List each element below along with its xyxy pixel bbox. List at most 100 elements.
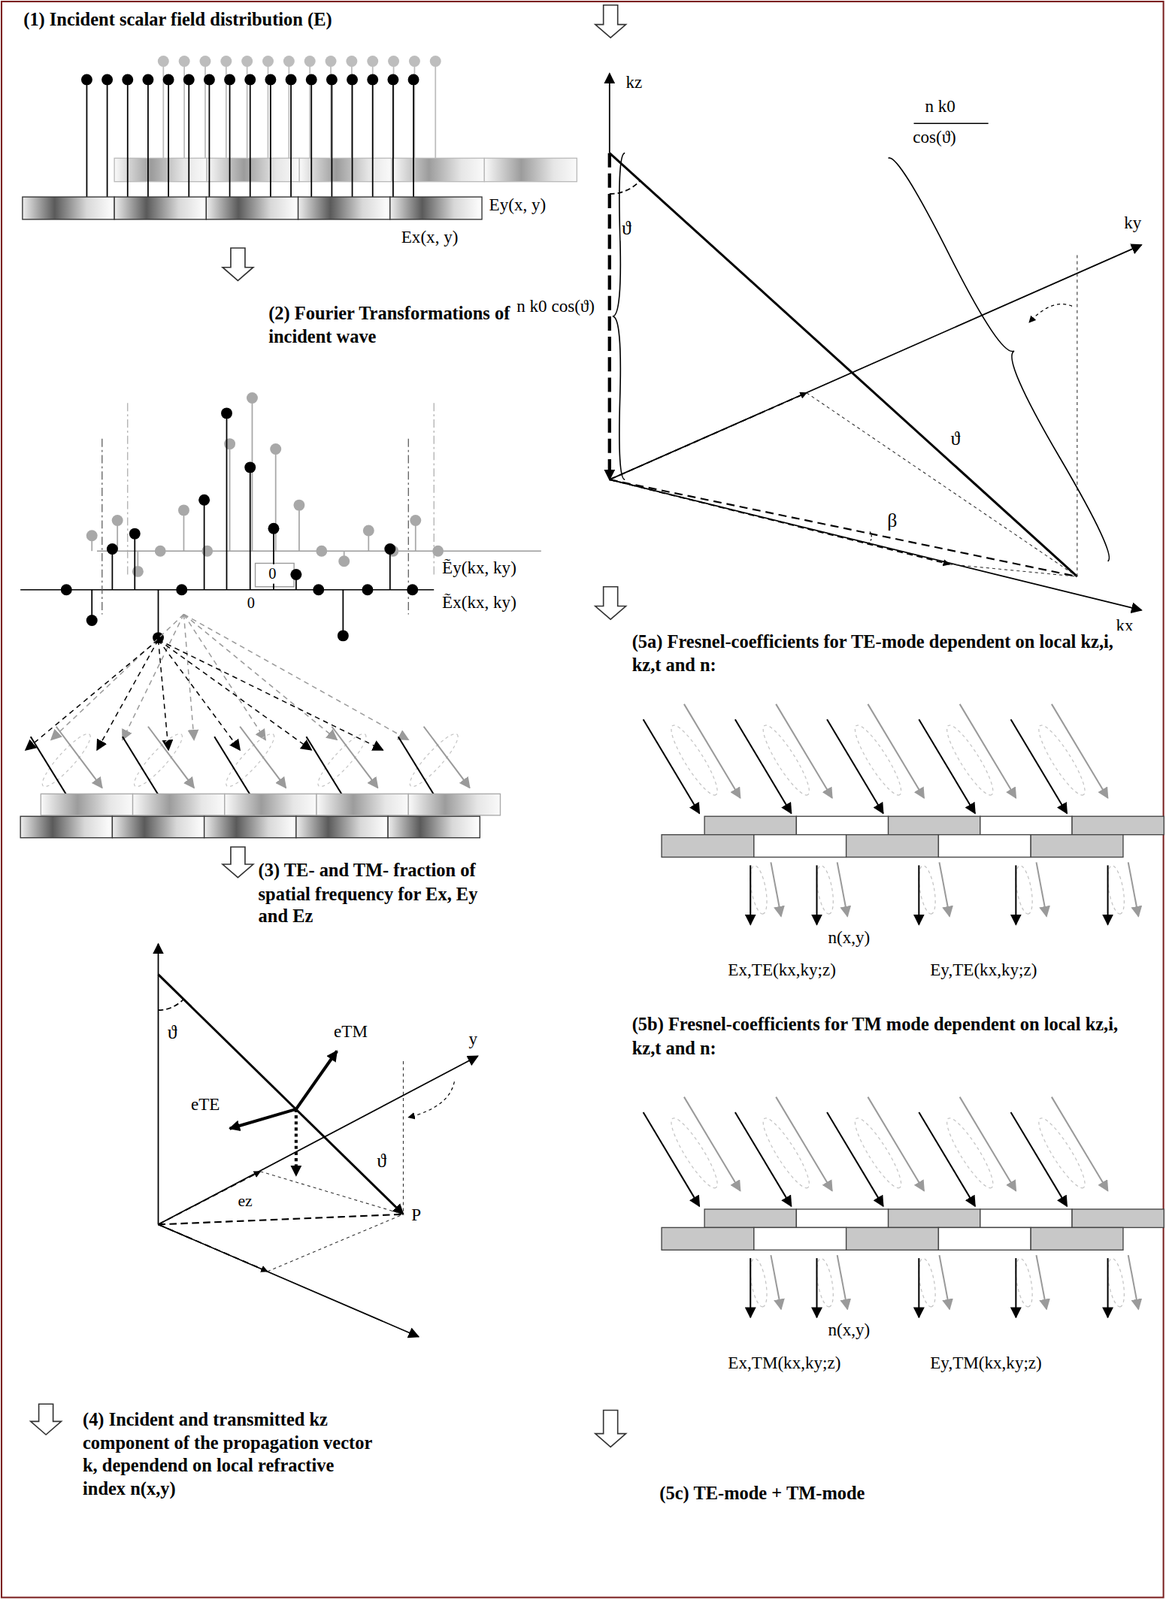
step-caption: (1) Incident scalar field distribution (… xyxy=(22,8,334,32)
field-sample xyxy=(285,73,297,85)
field-stem xyxy=(392,81,394,197)
field-sample xyxy=(387,55,400,67)
spectrum-stem xyxy=(342,590,344,636)
spectrum-stem xyxy=(251,398,254,552)
spectrum-sample xyxy=(244,461,256,473)
incident-ray xyxy=(643,1112,700,1207)
spectrum-sample xyxy=(201,545,213,558)
spectrum-sample xyxy=(293,499,305,512)
layer-segment xyxy=(387,816,480,839)
field-sample xyxy=(81,73,93,85)
layer-segment xyxy=(1072,1209,1164,1228)
wave-sketch xyxy=(757,1114,816,1194)
magnitude-label: n k0 xyxy=(923,96,957,119)
plane-wave-ray xyxy=(183,614,409,740)
wave-sketch xyxy=(940,720,1000,800)
layer-segment xyxy=(112,816,204,839)
field-stem xyxy=(187,81,190,197)
layer-segment xyxy=(980,1209,1073,1228)
ghost-layer-segment xyxy=(408,793,500,816)
fraction-bar xyxy=(914,123,989,125)
field-sample xyxy=(283,55,295,67)
layer-segment xyxy=(796,816,888,835)
field-stem xyxy=(290,81,292,197)
spectrum-sample xyxy=(132,566,144,578)
kz-axis xyxy=(157,944,160,1225)
field-sample xyxy=(203,73,216,85)
spectrum-stem xyxy=(275,448,277,552)
layer-segment xyxy=(1072,816,1164,835)
ghost-layer-segment xyxy=(40,793,133,816)
field-stem xyxy=(351,81,354,197)
spectrum-sample xyxy=(175,584,188,596)
spectrum-stem xyxy=(298,505,300,552)
field-sample xyxy=(345,55,358,67)
spectrum-sample xyxy=(338,555,350,567)
plane-wave-ray xyxy=(158,639,384,751)
plane-wave-ray xyxy=(25,639,159,751)
incident-ray xyxy=(239,726,286,788)
flow-arrow xyxy=(222,847,254,879)
field-stem xyxy=(269,81,272,197)
field-sample xyxy=(163,73,175,85)
layer-segment xyxy=(1030,1227,1124,1251)
flow-arrow xyxy=(30,1404,62,1436)
incident-ray xyxy=(826,719,884,814)
wave-sketch xyxy=(664,720,724,800)
incident-ray xyxy=(867,704,924,799)
x-axis xyxy=(158,1224,419,1337)
index-label: n(x,y) xyxy=(826,1320,872,1342)
field-stem xyxy=(167,81,170,197)
spectrum-sample xyxy=(221,407,233,419)
incident-ray xyxy=(56,726,103,788)
ghost-layer-segment xyxy=(391,157,485,182)
projection xyxy=(1076,254,1078,577)
brace xyxy=(888,157,1110,562)
incident-ray xyxy=(735,1112,792,1207)
incident-ray xyxy=(735,719,792,814)
field-sample xyxy=(244,73,256,85)
field-sample xyxy=(183,73,195,85)
point-label: P xyxy=(410,1204,423,1227)
spectrum-sample xyxy=(290,569,302,581)
spectrum-sample xyxy=(198,494,210,506)
spectrum-sample xyxy=(268,523,280,535)
te-tm-vector xyxy=(296,1051,337,1110)
layer-segment xyxy=(22,196,115,220)
field-stem xyxy=(434,63,437,158)
layer-segment xyxy=(20,816,113,839)
field-sample xyxy=(387,73,399,85)
field-stem xyxy=(249,81,252,197)
spectrum-sample xyxy=(363,525,375,537)
angle-label: ϑ xyxy=(949,427,962,452)
ghost-layer-segment xyxy=(133,793,225,816)
spectrum-sample xyxy=(224,438,236,450)
plane-wave-ray xyxy=(122,614,184,740)
field-sample xyxy=(304,55,316,67)
incident-ray xyxy=(918,1112,976,1207)
spectrum-sample xyxy=(406,584,418,596)
y-axis xyxy=(158,1056,479,1225)
plane-wave-ray xyxy=(183,614,337,740)
layer-segment xyxy=(298,196,391,220)
field-label: Ex,TE(kx,ky;z) xyxy=(726,959,837,982)
field-sample xyxy=(224,73,236,85)
magnitude-label: n k0 cos(ϑ) xyxy=(515,296,596,318)
layer-segment xyxy=(114,196,206,220)
field-label: Ex(x, y) xyxy=(399,226,459,249)
index-label: n(x,y) xyxy=(826,926,872,949)
layer-segment xyxy=(205,196,298,220)
layer-segment xyxy=(661,835,755,858)
axis-label: 0 xyxy=(267,564,278,584)
spectrum-sample xyxy=(154,545,167,558)
ghost-layer-segment xyxy=(299,157,392,182)
vector-label: ez xyxy=(236,1191,254,1212)
plane-wave-ray xyxy=(51,614,185,740)
wave-sketch xyxy=(940,1114,1000,1194)
layer-segment xyxy=(661,1227,755,1251)
layer-segment xyxy=(938,1227,1031,1251)
step-caption: (4) Incident and transmitted kz componen… xyxy=(81,1408,381,1501)
field-sample xyxy=(142,73,154,85)
